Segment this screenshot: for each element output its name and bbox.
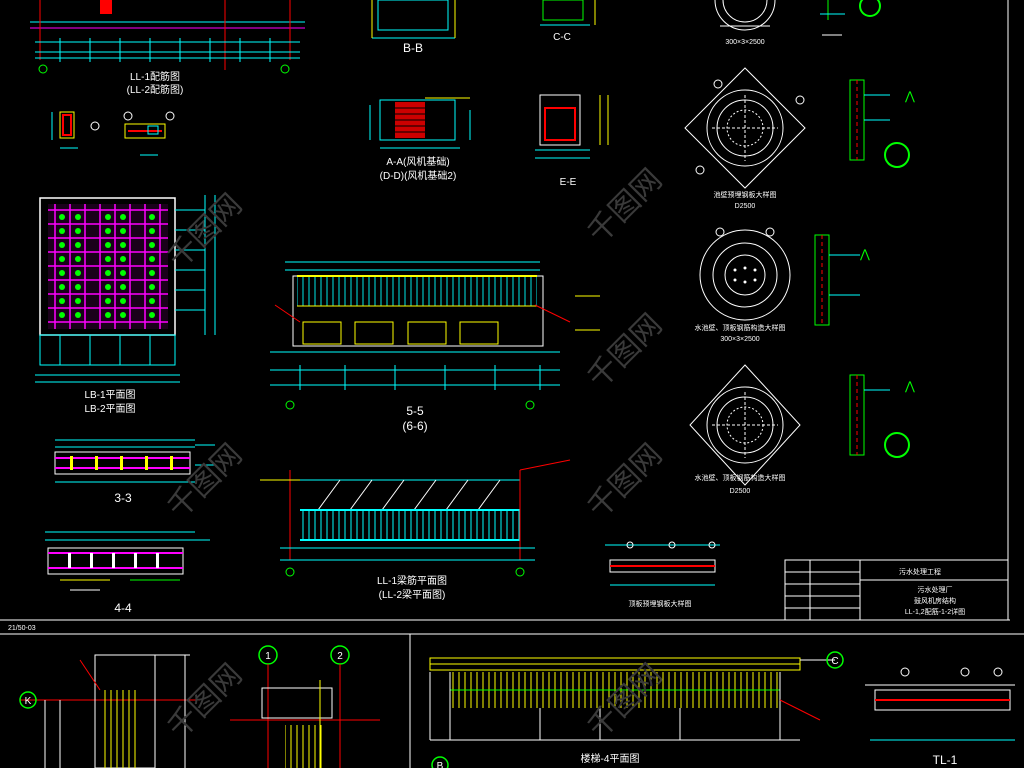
tank4-title: 水池壁、顶板钢筋构造大样图 (695, 473, 786, 482)
lb1-plan-title: LB-1平面图 (84, 389, 135, 401)
lower-middle-detail (230, 645, 380, 768)
svg-text:千图网: 千图网 (162, 438, 249, 525)
tank-top-label: 300×3×2500 (725, 39, 764, 46)
tank-detail-3-drawing (699, 227, 791, 321)
embedded-plate-detail (605, 541, 720, 586)
section-ee-drawing (535, 94, 609, 159)
section-33-title: 3-3 (114, 491, 132, 505)
svg-text:⋀: ⋀ (904, 379, 915, 393)
axis-b-label: B (437, 761, 444, 768)
ll1-plan-title: LL-1梁筋平面图 (377, 574, 447, 587)
section-aa-title: A-A(风机基础) (386, 155, 449, 168)
svg-text:千图网: 千图网 (162, 658, 249, 745)
axis-1-label: 1 (265, 651, 271, 662)
ll2-elevation-title: (LL-2配筋图) (127, 83, 184, 96)
svg-text:千图网: 千图网 (582, 308, 669, 395)
axis-k-label: K (25, 696, 32, 707)
tank-detail-4-drawing (689, 364, 801, 486)
sheet-number: 21/50-03 (8, 625, 36, 632)
tank2-section-drawing: ⋀ (849, 79, 915, 168)
title-block-project: 污水处理工程 (899, 567, 941, 576)
tl1-drawing (865, 667, 1015, 741)
ll2-plan-title: (LL-2梁平面图) (379, 588, 446, 601)
tank3-title: 水池壁、顶板钢筋构造大样图 (695, 323, 786, 332)
section-dd-title: (D-D)(风机基础2) (380, 169, 457, 182)
embedded-plate-title: 顶板预埋钢板大样图 (629, 599, 692, 608)
stair-4-plan-drawing (409, 634, 844, 768)
tl1-title: TL-1 (933, 753, 958, 767)
lb1-plan-drawing (35, 195, 216, 383)
lower-left-detail (19, 654, 200, 768)
svg-text:千图网: 千图网 (582, 438, 669, 525)
title-block-sub1: 污水处理厂 (918, 585, 953, 594)
section-44-drawing (45, 531, 210, 591)
svg-text:⋀: ⋀ (904, 89, 915, 103)
small-column-detail (51, 111, 100, 149)
ll1-elevation-drawing (30, 0, 305, 74)
ll1-plan-drawing (260, 459, 571, 577)
section-33-drawing (54, 439, 215, 483)
tank2-size: D2500 (735, 203, 756, 210)
title-block-sub2: 鼓风机房结构 (914, 596, 956, 605)
stair-4-title: 楼梯-4平面图 (581, 752, 640, 765)
axis-c-label: C (831, 656, 838, 667)
title-block (784, 559, 1009, 621)
section-bb-title: B-B (403, 41, 423, 55)
tank4-size: D2500 (730, 488, 751, 495)
tank-detail-top-drawing (714, 0, 776, 31)
section-cc-title: C-C (553, 32, 571, 43)
tank4-section-drawing: ⋀ (849, 374, 915, 458)
title-block-sub3: LL-1,2配筋-1-2详图 (905, 607, 965, 616)
lb2-plan-title: LB-2平面图 (84, 403, 135, 415)
section-ee-title: E-E (560, 177, 577, 188)
section-44-title: 4-4 (114, 601, 132, 615)
section-66-title: (6-6) (402, 419, 427, 433)
section-bb-drawing (371, 0, 456, 39)
section-55-title: 5-5 (406, 404, 424, 418)
section-cc-drawing (540, 0, 596, 26)
detail-top-right (820, 0, 881, 36)
svg-text:千图网: 千图网 (582, 163, 669, 250)
section-55-drawing (270, 261, 600, 410)
tank3-size: 300×3×2500 (720, 336, 759, 343)
small-beam-detail (123, 111, 175, 156)
section-aa-drawing (369, 97, 471, 149)
axis-2-label: 2 (337, 651, 343, 662)
tank2-title: 池壁预埋钢板大样图 (714, 190, 777, 199)
svg-text:⋀: ⋀ (859, 247, 870, 261)
tank-detail-2-drawing (684, 67, 806, 189)
tank3-section-drawing: ⋀ (814, 234, 870, 326)
ll1-elevation-title: LL-1配筋图 (130, 70, 180, 83)
